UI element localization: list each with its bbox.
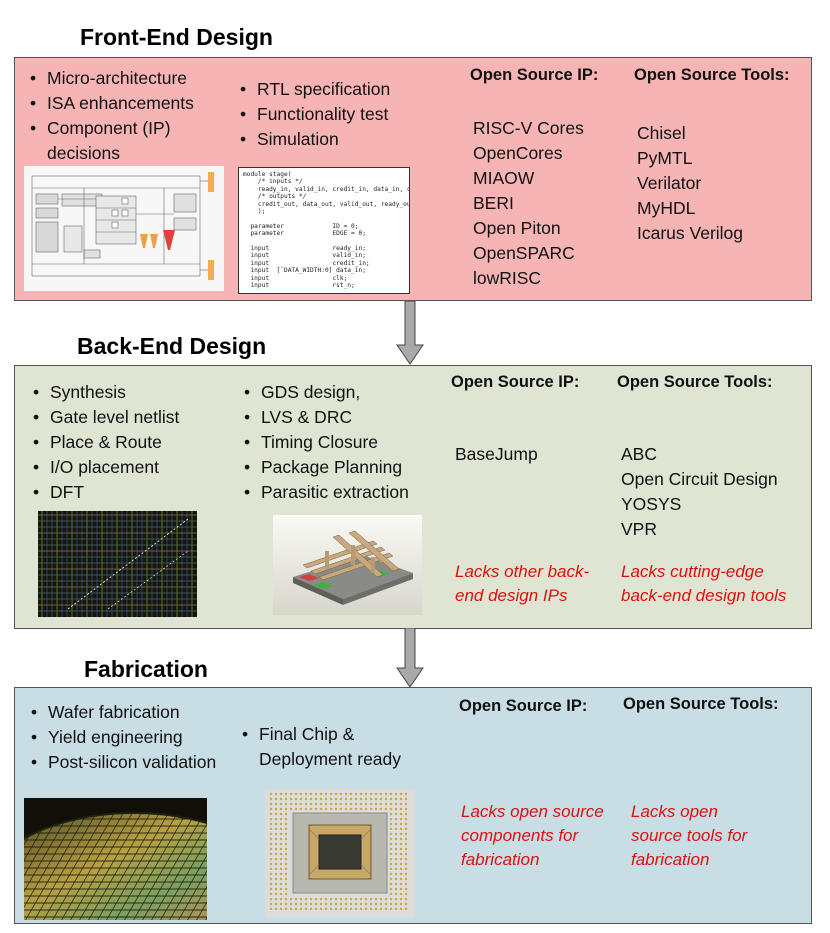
note-line: end design IPs <box>455 586 568 605</box>
rtl-code-snippet-image: module stage( /* inputs */ ready_in, val… <box>238 167 410 294</box>
front-end-tools-list: Chisel PyMTL Verilator MyHDL Icarus Veri… <box>637 121 743 246</box>
note-line: Lacks open <box>631 802 718 821</box>
list-item: MIAOW <box>473 168 535 188</box>
chip-package-image <box>265 789 415 917</box>
list-item: MyHDL <box>637 198 696 218</box>
list-item: GDS design, <box>244 380 444 405</box>
list-item: Chisel <box>637 123 686 143</box>
list-item: BERI <box>473 193 514 213</box>
note-line: fabrication <box>461 850 540 869</box>
list-item: RTL specification <box>240 77 440 102</box>
note-line: Lacks cutting-edge <box>621 562 764 581</box>
back-end-ip-list: BaseJump <box>455 442 538 467</box>
front-end-ip-header: Open Source IP: <box>470 66 599 84</box>
front-end-ip-list: RISC-V Cores OpenCores MIAOW BERI Open P… <box>473 116 584 291</box>
front-end-title: Front-End Design <box>80 24 273 50</box>
list-item: ABC <box>621 444 657 464</box>
list-item: Parasitic extraction <box>244 480 444 505</box>
list-item: YOSYS <box>621 494 682 514</box>
fabrication-tools-lack-note: Lacks open source tools for fabrication <box>631 800 747 872</box>
back-end-ip-lack-note: Lacks other back- end design IPs <box>455 560 589 608</box>
list-item: Yield engineering <box>31 725 231 750</box>
back-end-title: Back-End Design <box>77 333 267 359</box>
back-end-bullets-left: Synthesis Gate level netlist Place & Rou… <box>33 380 233 505</box>
list-item: OpenSPARC <box>473 243 575 263</box>
list-item: Functionality test <box>240 102 440 127</box>
list-item: PyMTL <box>637 148 693 168</box>
back-end-ip-header: Open Source IP: <box>451 373 580 391</box>
back-end-tools-lack-note: Lacks cutting-edge back-end design tools <box>621 560 786 608</box>
front-end-tools-header: Open Source Tools: <box>634 66 790 84</box>
back-end-tools-list: ABC Open Circuit Design YOSYS VPR <box>621 442 778 542</box>
back-end-bullets-mid: GDS design, LVS & DRC Timing Closure Pac… <box>244 380 444 505</box>
fabrication-ip-header: Open Source IP: <box>459 697 588 715</box>
list-item: Micro-architecture <box>30 66 220 91</box>
note-line: Lacks open source <box>461 802 604 821</box>
list-item: Verilator <box>637 173 702 193</box>
list-item: lowRISC <box>473 268 542 288</box>
fabrication-title: Fabrication <box>84 656 208 682</box>
list-item: BaseJump <box>455 444 538 464</box>
note-line: source tools for <box>631 826 748 845</box>
list-item: Timing Closure <box>244 430 444 455</box>
list-item: Gate level netlist <box>33 405 233 430</box>
front-end-bullets-mid: RTL specification Functionality test Sim… <box>240 77 440 152</box>
list-item: Place & Route <box>33 430 233 455</box>
list-item: Open Circuit Design <box>621 469 778 489</box>
front-end-bullets-left: Micro-architecture ISA enhancements Comp… <box>30 66 220 166</box>
note-line: fabrication <box>631 850 710 869</box>
silicon-wafer-image <box>24 798 207 920</box>
list-item: Wafer fabrication <box>31 700 231 725</box>
list-item: RISC-V Cores <box>473 118 584 138</box>
down-arrow-icon <box>396 628 424 688</box>
microarchitecture-diagram-image <box>24 166 224 291</box>
note-line: Lacks other back- <box>455 562 590 581</box>
list-item: Simulation <box>240 127 440 152</box>
list-item: VPR <box>621 519 657 539</box>
list-item: ISA enhancements <box>30 91 220 116</box>
note-line: components for <box>461 826 579 845</box>
layout-grid-image <box>38 511 197 617</box>
fabrication-bullets-mid: Final Chip & Deployment ready <box>242 722 432 772</box>
down-arrow-icon <box>396 301 424 365</box>
list-item: Component (IP) decisions <box>30 116 220 166</box>
list-item: Open Piton <box>473 218 561 238</box>
list-item: DFT <box>33 480 233 505</box>
list-item: Final Chip & Deployment ready <box>242 722 432 772</box>
list-item: LVS & DRC <box>244 405 444 430</box>
fabrication-tools-header: Open Source Tools: <box>623 695 779 713</box>
list-item: I/O placement <box>33 455 233 480</box>
list-item: Package Planning <box>244 455 444 480</box>
fabrication-ip-lack-note: Lacks open source components for fabrica… <box>461 800 604 872</box>
list-item: Synthesis <box>33 380 233 405</box>
list-item: Icarus Verilog <box>637 223 744 243</box>
back-end-tools-header: Open Source Tools: <box>617 373 773 391</box>
note-line: back-end design tools <box>621 586 787 605</box>
list-item: OpenCores <box>473 143 563 163</box>
list-item: Post-silicon validation <box>31 750 231 775</box>
fabrication-bullets-left: Wafer fabrication Yield engineering Post… <box>31 700 231 775</box>
interconnect-3d-image <box>273 515 422 615</box>
